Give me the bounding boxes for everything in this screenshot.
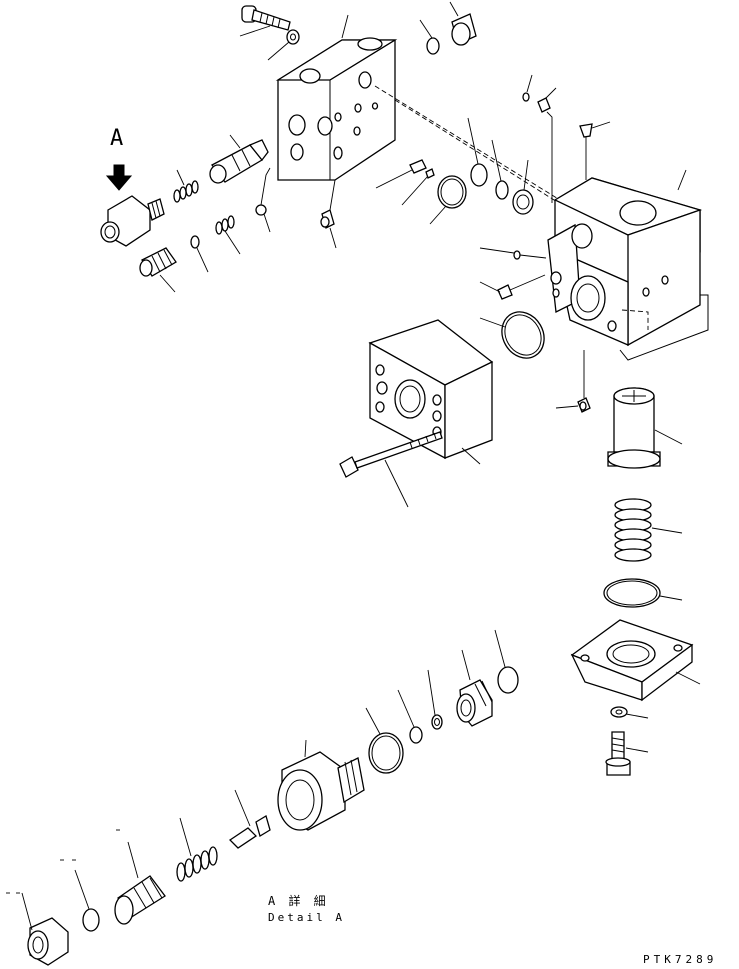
plug-left-mid: [479, 247, 547, 260]
piston-left: [139, 247, 177, 293]
seal-mid-b: [491, 139, 509, 200]
cover-block: [368, 319, 494, 465]
oring-large: [479, 311, 545, 359]
detail-nut-small: [427, 669, 443, 730]
top-plug: [449, 1, 477, 46]
top-oring: [419, 19, 440, 55]
check-valve-body: [100, 195, 165, 247]
detail-oring: [365, 707, 404, 774]
detail-a-title-en: Detail A: [268, 911, 345, 924]
detail-valve-housing: [277, 739, 365, 831]
oring-mid: [429, 175, 467, 225]
spring-upper: [173, 169, 199, 203]
screw-left-mid: [479, 274, 546, 300]
plug-small-mid: [320, 179, 337, 249]
screw-top-right: [579, 121, 611, 180]
flange: [570, 619, 701, 702]
upper-valve-block: [275, 14, 398, 181]
long-bolt: [339, 431, 443, 508]
detail-seal-mid: [397, 689, 423, 744]
detail-seal-top: [494, 629, 519, 694]
spool: [209, 134, 269, 184]
view-a-label: A: [110, 126, 124, 151]
detail-needle: [228, 789, 271, 849]
retainer-ring: [512, 159, 534, 215]
top-washer: [267, 29, 300, 61]
alignment-line: [374, 85, 561, 201]
pin-small: [375, 159, 435, 206]
small-seal-left: [190, 235, 209, 273]
top-bolt: [239, 5, 291, 37]
plug-top-right: [537, 87, 557, 203]
detail-adjuster: [114, 841, 166, 925]
detail-seal-small: [74, 869, 100, 932]
detail-cap-nut: [21, 892, 69, 966]
drawing-code: PTK7289: [643, 953, 718, 966]
main-valve-body: [547, 169, 709, 361]
view-a-arrow-icon: [105, 164, 133, 191]
bolt-right: [605, 731, 649, 776]
seal-mid-a: [467, 117, 488, 187]
piston-right: [607, 387, 683, 469]
plug-bottom-right: [555, 350, 591, 413]
spring-lower: [215, 215, 241, 255]
washer-right: [610, 706, 649, 719]
tiny-ball-top: [522, 74, 533, 102]
detail-piston: [456, 649, 493, 727]
detail-spring: [176, 817, 218, 882]
oring-right: [603, 578, 683, 608]
small-ball: [255, 167, 271, 233]
detail-a-title-jp: A 詳 細: [268, 894, 329, 908]
alignment-line: [394, 99, 571, 211]
coil-spring: [614, 498, 683, 562]
